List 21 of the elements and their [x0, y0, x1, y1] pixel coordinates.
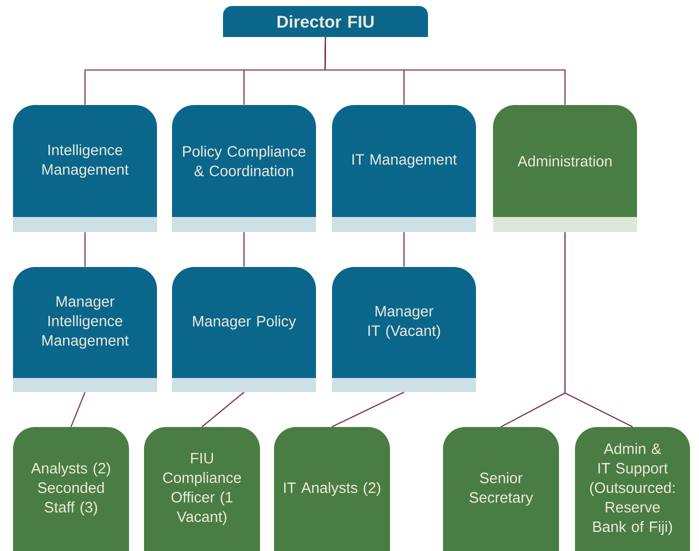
- unit-box: FIU Compliance Officer (1 Vacant): [144, 427, 260, 551]
- unit-box: Administration: [493, 105, 637, 232]
- title-box: Director FIU: [223, 6, 428, 37]
- unit-box: IT Analysts (2): [274, 427, 390, 551]
- connector-line: [84, 232, 86, 267]
- unit-box: Senior Secretary: [443, 427, 559, 551]
- unit-box: Intelligence Management: [13, 105, 157, 232]
- unit-box: Policy Compliance & Coordination: [172, 105, 316, 232]
- connector-line: [202, 392, 244, 428]
- unit-box: IT Management: [332, 105, 476, 232]
- connector-line: [403, 232, 405, 267]
- unit-box: Manager IT (Vacant): [332, 267, 476, 392]
- unit-box: Manager Intelligence Management: [13, 267, 157, 392]
- connector-line: [70, 392, 86, 427]
- connector-line: [332, 392, 404, 428]
- connector-line: [564, 232, 633, 428]
- unit-box: Manager Policy: [172, 267, 316, 392]
- unit-box: Analysts (2) Seconded Staff (3): [13, 427, 129, 551]
- unit-box: Admin & IT Support (Outsourced: Reserve Bank of Fiji): [575, 427, 690, 551]
- connector-line: [324, 37, 566, 105]
- connector-line: [243, 232, 245, 267]
